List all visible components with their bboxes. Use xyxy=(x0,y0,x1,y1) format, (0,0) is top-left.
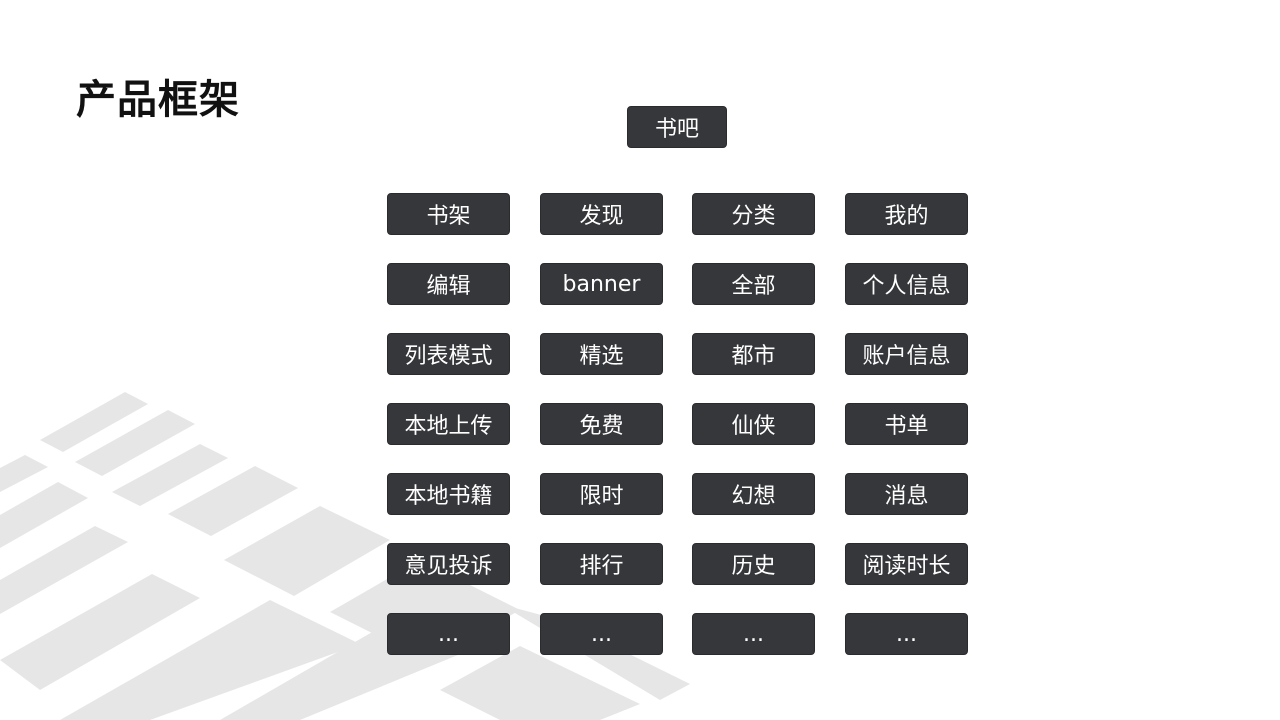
sub-node[interactable]: 意见投诉 xyxy=(387,543,510,585)
sub-node[interactable]: banner xyxy=(540,263,663,305)
sub-node-more[interactable]: ... xyxy=(692,613,815,655)
sub-node[interactable]: 列表模式 xyxy=(387,333,510,375)
category-node[interactable]: 书架 xyxy=(387,193,510,235)
deco-stripe xyxy=(440,646,640,720)
sub-node[interactable]: 编辑 xyxy=(387,263,510,305)
sub-node[interactable]: 历史 xyxy=(692,543,815,585)
deco-stripe xyxy=(112,444,228,506)
sub-node[interactable]: 本地上传 xyxy=(387,403,510,445)
root-node[interactable]: 书吧 xyxy=(627,106,727,148)
deco-stripe xyxy=(60,600,360,720)
deco-stripe xyxy=(0,482,88,548)
sub-node[interactable]: 仙侠 xyxy=(692,403,815,445)
sub-node[interactable]: 全部 xyxy=(692,263,815,305)
sub-node[interactable]: 账户信息 xyxy=(845,333,968,375)
sub-node[interactable]: 幻想 xyxy=(692,473,815,515)
sub-node[interactable]: 本地书籍 xyxy=(387,473,510,515)
sub-node[interactable]: 排行 xyxy=(540,543,663,585)
sub-node-more[interactable]: ... xyxy=(387,613,510,655)
deco-stripe xyxy=(168,466,298,536)
deco-stripe xyxy=(0,574,200,690)
sub-node[interactable]: 消息 xyxy=(845,473,968,515)
sub-node[interactable]: 精选 xyxy=(540,333,663,375)
sub-node[interactable]: 个人信息 xyxy=(845,263,968,305)
sub-node-more[interactable]: ... xyxy=(540,613,663,655)
deco-stripe xyxy=(224,506,390,596)
sub-node[interactable]: 书单 xyxy=(845,403,968,445)
sub-node-more[interactable]: ... xyxy=(845,613,968,655)
category-node[interactable]: 分类 xyxy=(692,193,815,235)
sub-node[interactable]: 限时 xyxy=(540,473,663,515)
deco-stripe xyxy=(40,392,148,452)
sub-node[interactable]: 阅读时长 xyxy=(845,543,968,585)
deco-stripe xyxy=(0,526,128,614)
deco-stripe xyxy=(0,455,48,492)
deco-stripe xyxy=(75,410,195,476)
category-node[interactable]: 我的 xyxy=(845,193,968,235)
category-node[interactable]: 发现 xyxy=(540,193,663,235)
page-title: 产品框架 xyxy=(76,77,240,123)
sub-node[interactable]: 都市 xyxy=(692,333,815,375)
sub-node[interactable]: 免费 xyxy=(540,403,663,445)
